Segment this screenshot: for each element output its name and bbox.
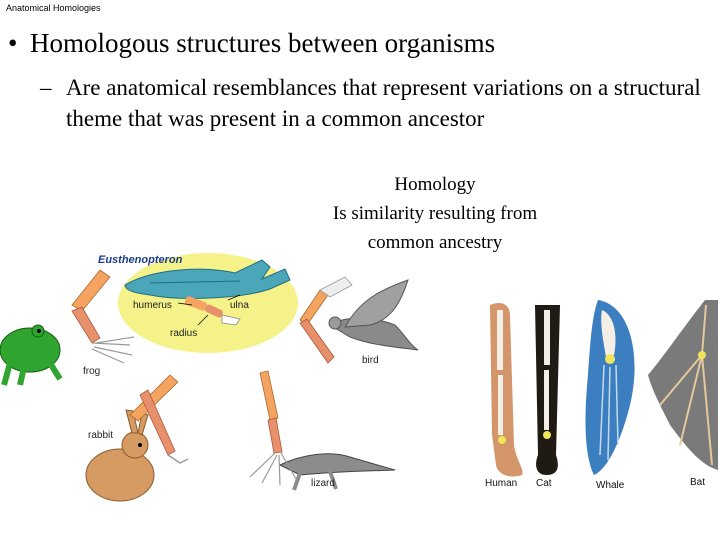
main-bullet: • Homologous structures between organisms: [8, 26, 495, 60]
label-human: Human: [485, 478, 517, 489]
rabbit-radius-ulna: [139, 389, 176, 456]
homology-line-2: Is similarity resulting from: [332, 203, 538, 224]
main-bullet-text: Homologous structures between organisms: [30, 28, 496, 58]
fish-humerus: [184, 296, 207, 311]
label-frog: frog: [83, 366, 100, 377]
homology-line-3: common ancestry: [367, 232, 503, 253]
lizard-radius-ulna: [267, 417, 283, 454]
rabbit: [85, 448, 155, 502]
homology-title: Homology: [394, 174, 476, 195]
rabbit-humerus: [129, 374, 179, 422]
eusthenopteron-fish: [124, 259, 291, 299]
label-radius: radius: [170, 328, 197, 339]
sub-bullet-text: Are anatomical resemblances that represe…: [66, 75, 701, 131]
frog: [0, 327, 61, 373]
label-humerus: humerus: [133, 300, 172, 311]
label-bat: Bat: [690, 477, 705, 488]
label-ulna: ulna: [230, 300, 249, 311]
sub-bullet: – Are anatomical resemblances that repre…: [40, 72, 710, 134]
slide-header: Anatomical Homologies: [6, 3, 101, 13]
human-arm: [490, 303, 523, 477]
fish-radius-ulna: [205, 304, 223, 318]
bird-humerus: [299, 289, 329, 326]
forelimb-evolution-diagram: Eusthenopteron humerus ulna radius frog …: [0, 253, 419, 502]
bat-wing: [648, 300, 718, 470]
bird-radius-ulna: [299, 318, 335, 364]
bullet-symbol: •: [8, 28, 18, 58]
frog-humerus: [71, 269, 111, 312]
lizard-humerus: [259, 370, 279, 421]
label-cat: Cat: [536, 478, 552, 489]
dash-symbol: –: [40, 75, 52, 100]
homology-definition: Homology Is similarity resulting from co…: [300, 170, 570, 257]
lizard: [278, 453, 396, 476]
label-whale: Whale: [596, 480, 625, 491]
label-bird: bird: [362, 355, 379, 366]
label-eusthenopteron: Eusthenopteron: [98, 254, 183, 266]
mammal-forelimbs-diagram: Human Cat Whale Bat: [485, 300, 718, 491]
label-lizard: lizard: [311, 478, 335, 489]
label-rabbit: rabbit: [88, 430, 113, 441]
frog-radius-ulna: [71, 306, 101, 344]
